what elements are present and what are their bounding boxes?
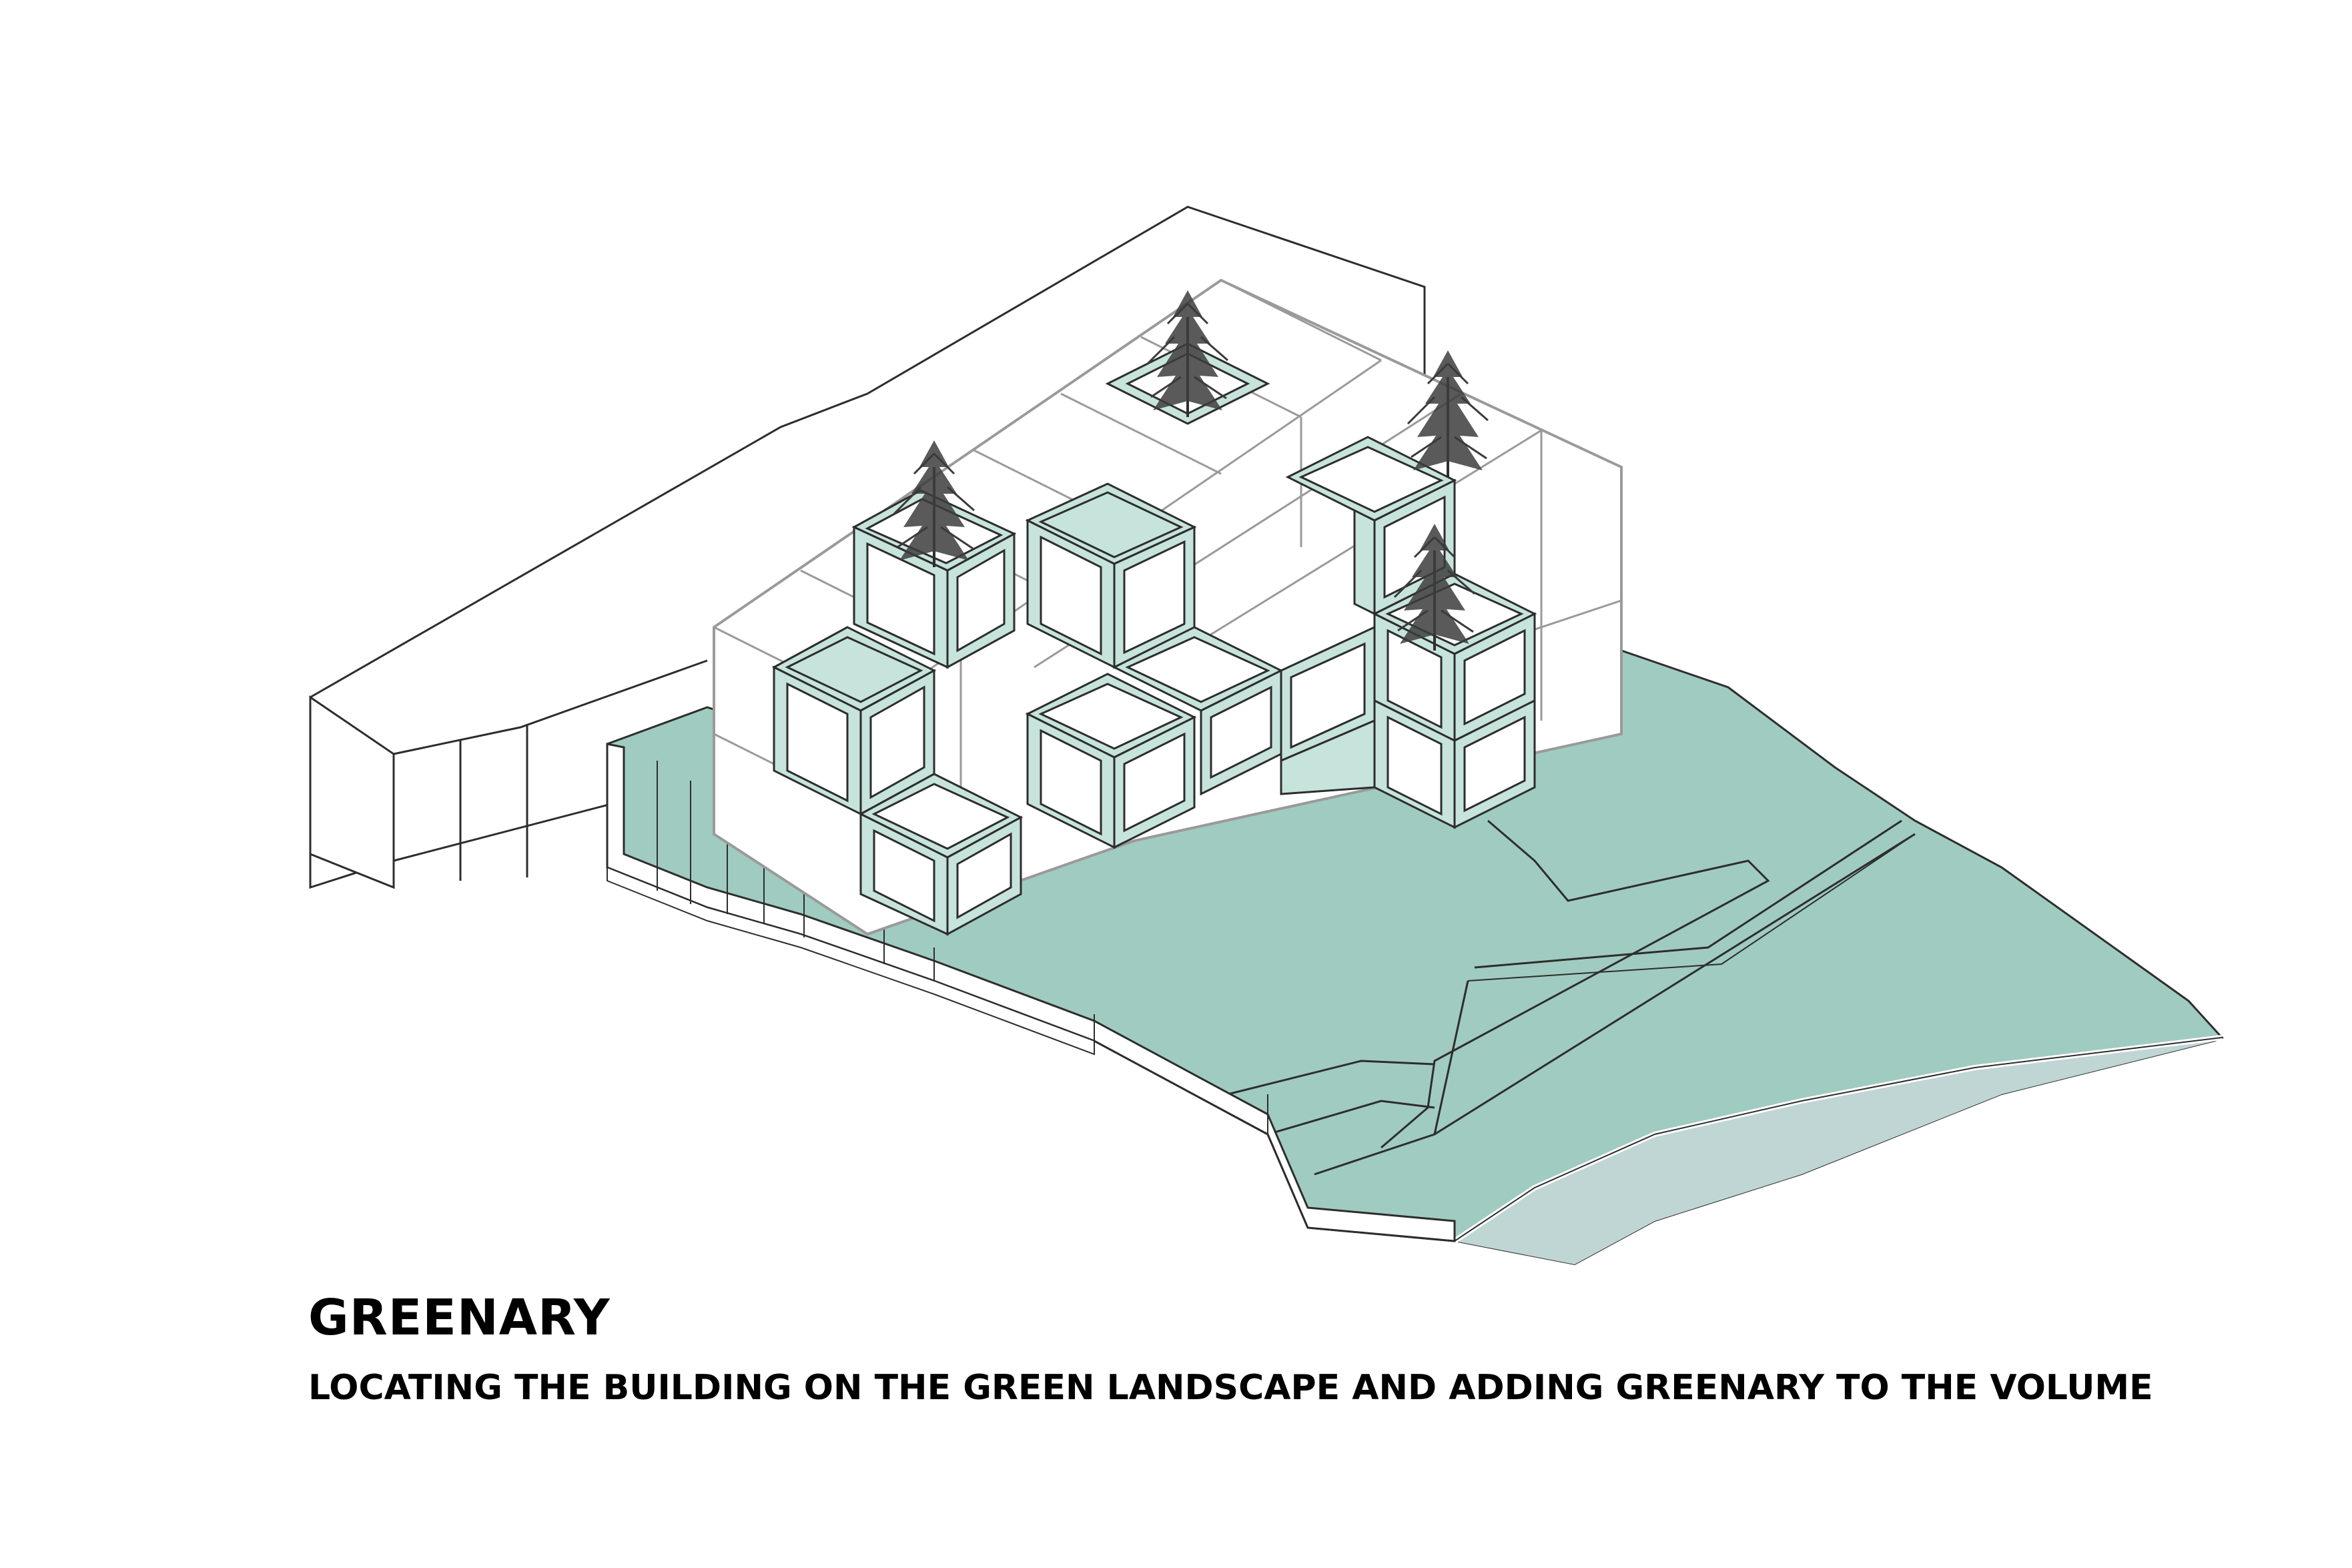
green-frame-cubes: [771, 342, 1537, 936]
frame-cube: [1025, 673, 1197, 849]
retaining-wall: [606, 743, 1456, 1242]
frame-cube: [1112, 626, 1284, 796]
frame-cube: [1373, 699, 1536, 829]
frame-cube: [1025, 482, 1197, 669]
caption-subtitle: LOCATING THE BUILDING ON THE GREEN LANDS…: [308, 1368, 2153, 1408]
frame-cube: [858, 773, 1024, 936]
caption: GREENARY LOCATING THE BUILDING ON THE GR…: [308, 1293, 2153, 1405]
frame-cube: [771, 626, 937, 816]
frame-cube: [1280, 625, 1376, 795]
caption-title: GREENARY: [308, 1289, 611, 1346]
